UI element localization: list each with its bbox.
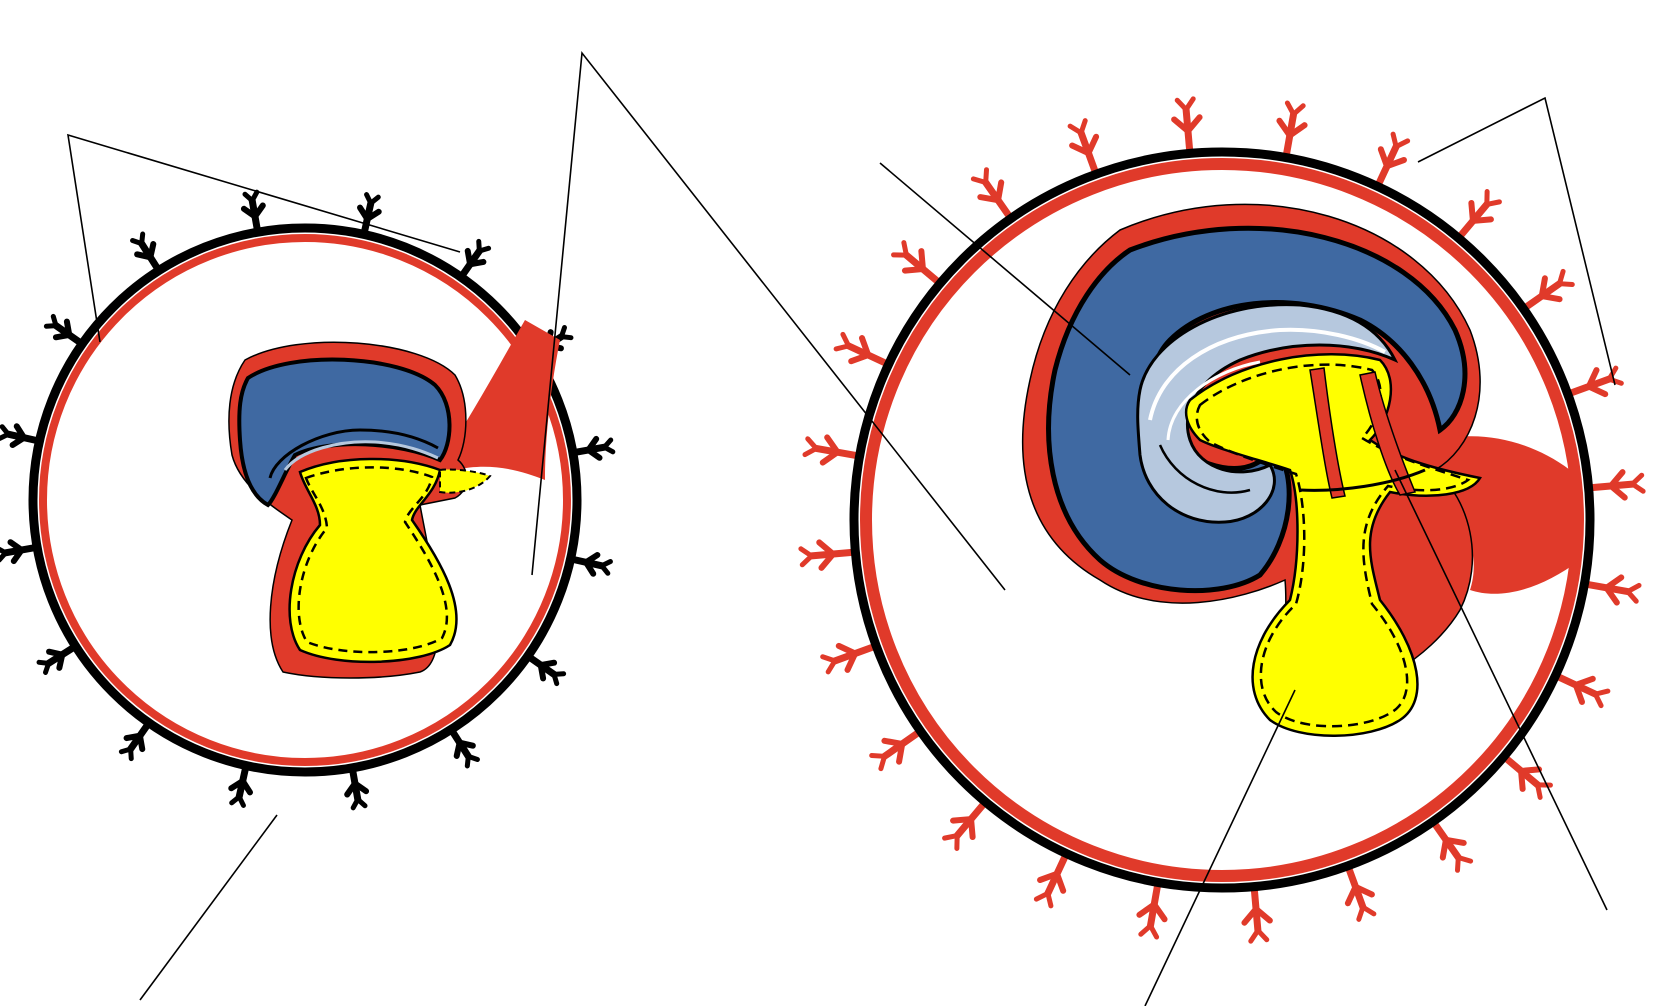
chorionic-villus [894, 243, 944, 286]
chorionic-villus [945, 799, 988, 849]
chorionic-villus [1346, 862, 1373, 919]
later-embryo [801, 99, 1643, 941]
chorionic-villus [973, 170, 1013, 222]
chorionic-villus [1520, 271, 1572, 311]
chorionic-villus [1456, 192, 1499, 242]
chorionic-villus [872, 729, 924, 769]
leader-line-3 [140, 815, 277, 1000]
yolk-sac [290, 459, 457, 662]
chorionic-villus [823, 644, 880, 671]
chorionic-villus [1036, 850, 1068, 906]
chorionic-villus [1070, 121, 1097, 178]
chorionic-villus [1552, 674, 1608, 706]
chorionic-villus [1376, 134, 1408, 190]
chorionic-villus [1564, 368, 1621, 395]
chorionic-villus [1431, 818, 1471, 870]
chorionic-villus [836, 334, 892, 366]
early-embryo [0, 192, 613, 808]
